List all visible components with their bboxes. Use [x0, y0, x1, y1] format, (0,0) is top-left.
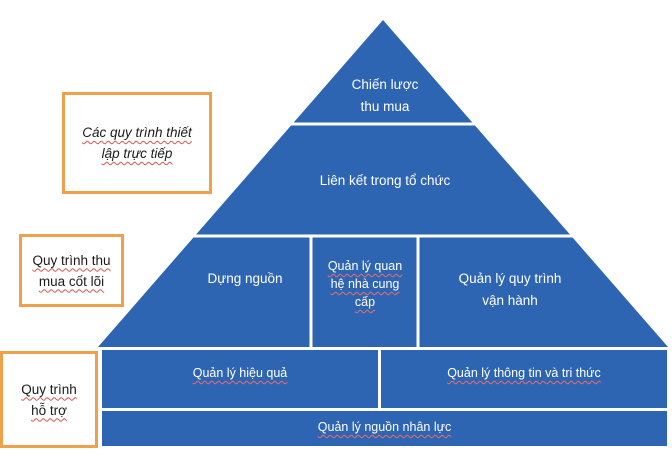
label-core-text: Quy trình thu mua cốt lõi: [32, 252, 111, 289]
level-performance: Quản lý hiệu quả: [192, 366, 288, 380]
pyramid-triangle: [98, 20, 668, 347]
block-performance: [102, 350, 378, 408]
label-box-core-processes: Quy trình thu mua cốt lõi: [19, 234, 124, 307]
level-strategy: Chiến lược thu mua: [351, 77, 419, 114]
block-information: [381, 350, 667, 408]
label-box-direct-processes: Các quy trình thiết lập trực tiếp: [62, 92, 212, 194]
level-operations: Quản lý quy trình vận hành: [458, 271, 562, 308]
level-human-resources: Quản lý nguồn nhân lực: [317, 420, 452, 434]
level-supplier-relations: Quản lý quan hệ nhà cung cấp: [327, 259, 403, 309]
level-integration: Liên kết trong tổ chức: [319, 173, 451, 188]
level-sourcing: Dựng nguồn: [207, 271, 283, 286]
level-information: Quản lý thông tin và tri thức: [447, 366, 601, 380]
label-box-support-processes: Quy trình hỗ trợ: [0, 351, 98, 448]
label-support-text: Quy trình hỗ trợ: [21, 381, 77, 418]
block-human-resources: [102, 411, 667, 446]
label-direct-text: Các quy trình thiết lập trực tiếp: [82, 125, 192, 161]
